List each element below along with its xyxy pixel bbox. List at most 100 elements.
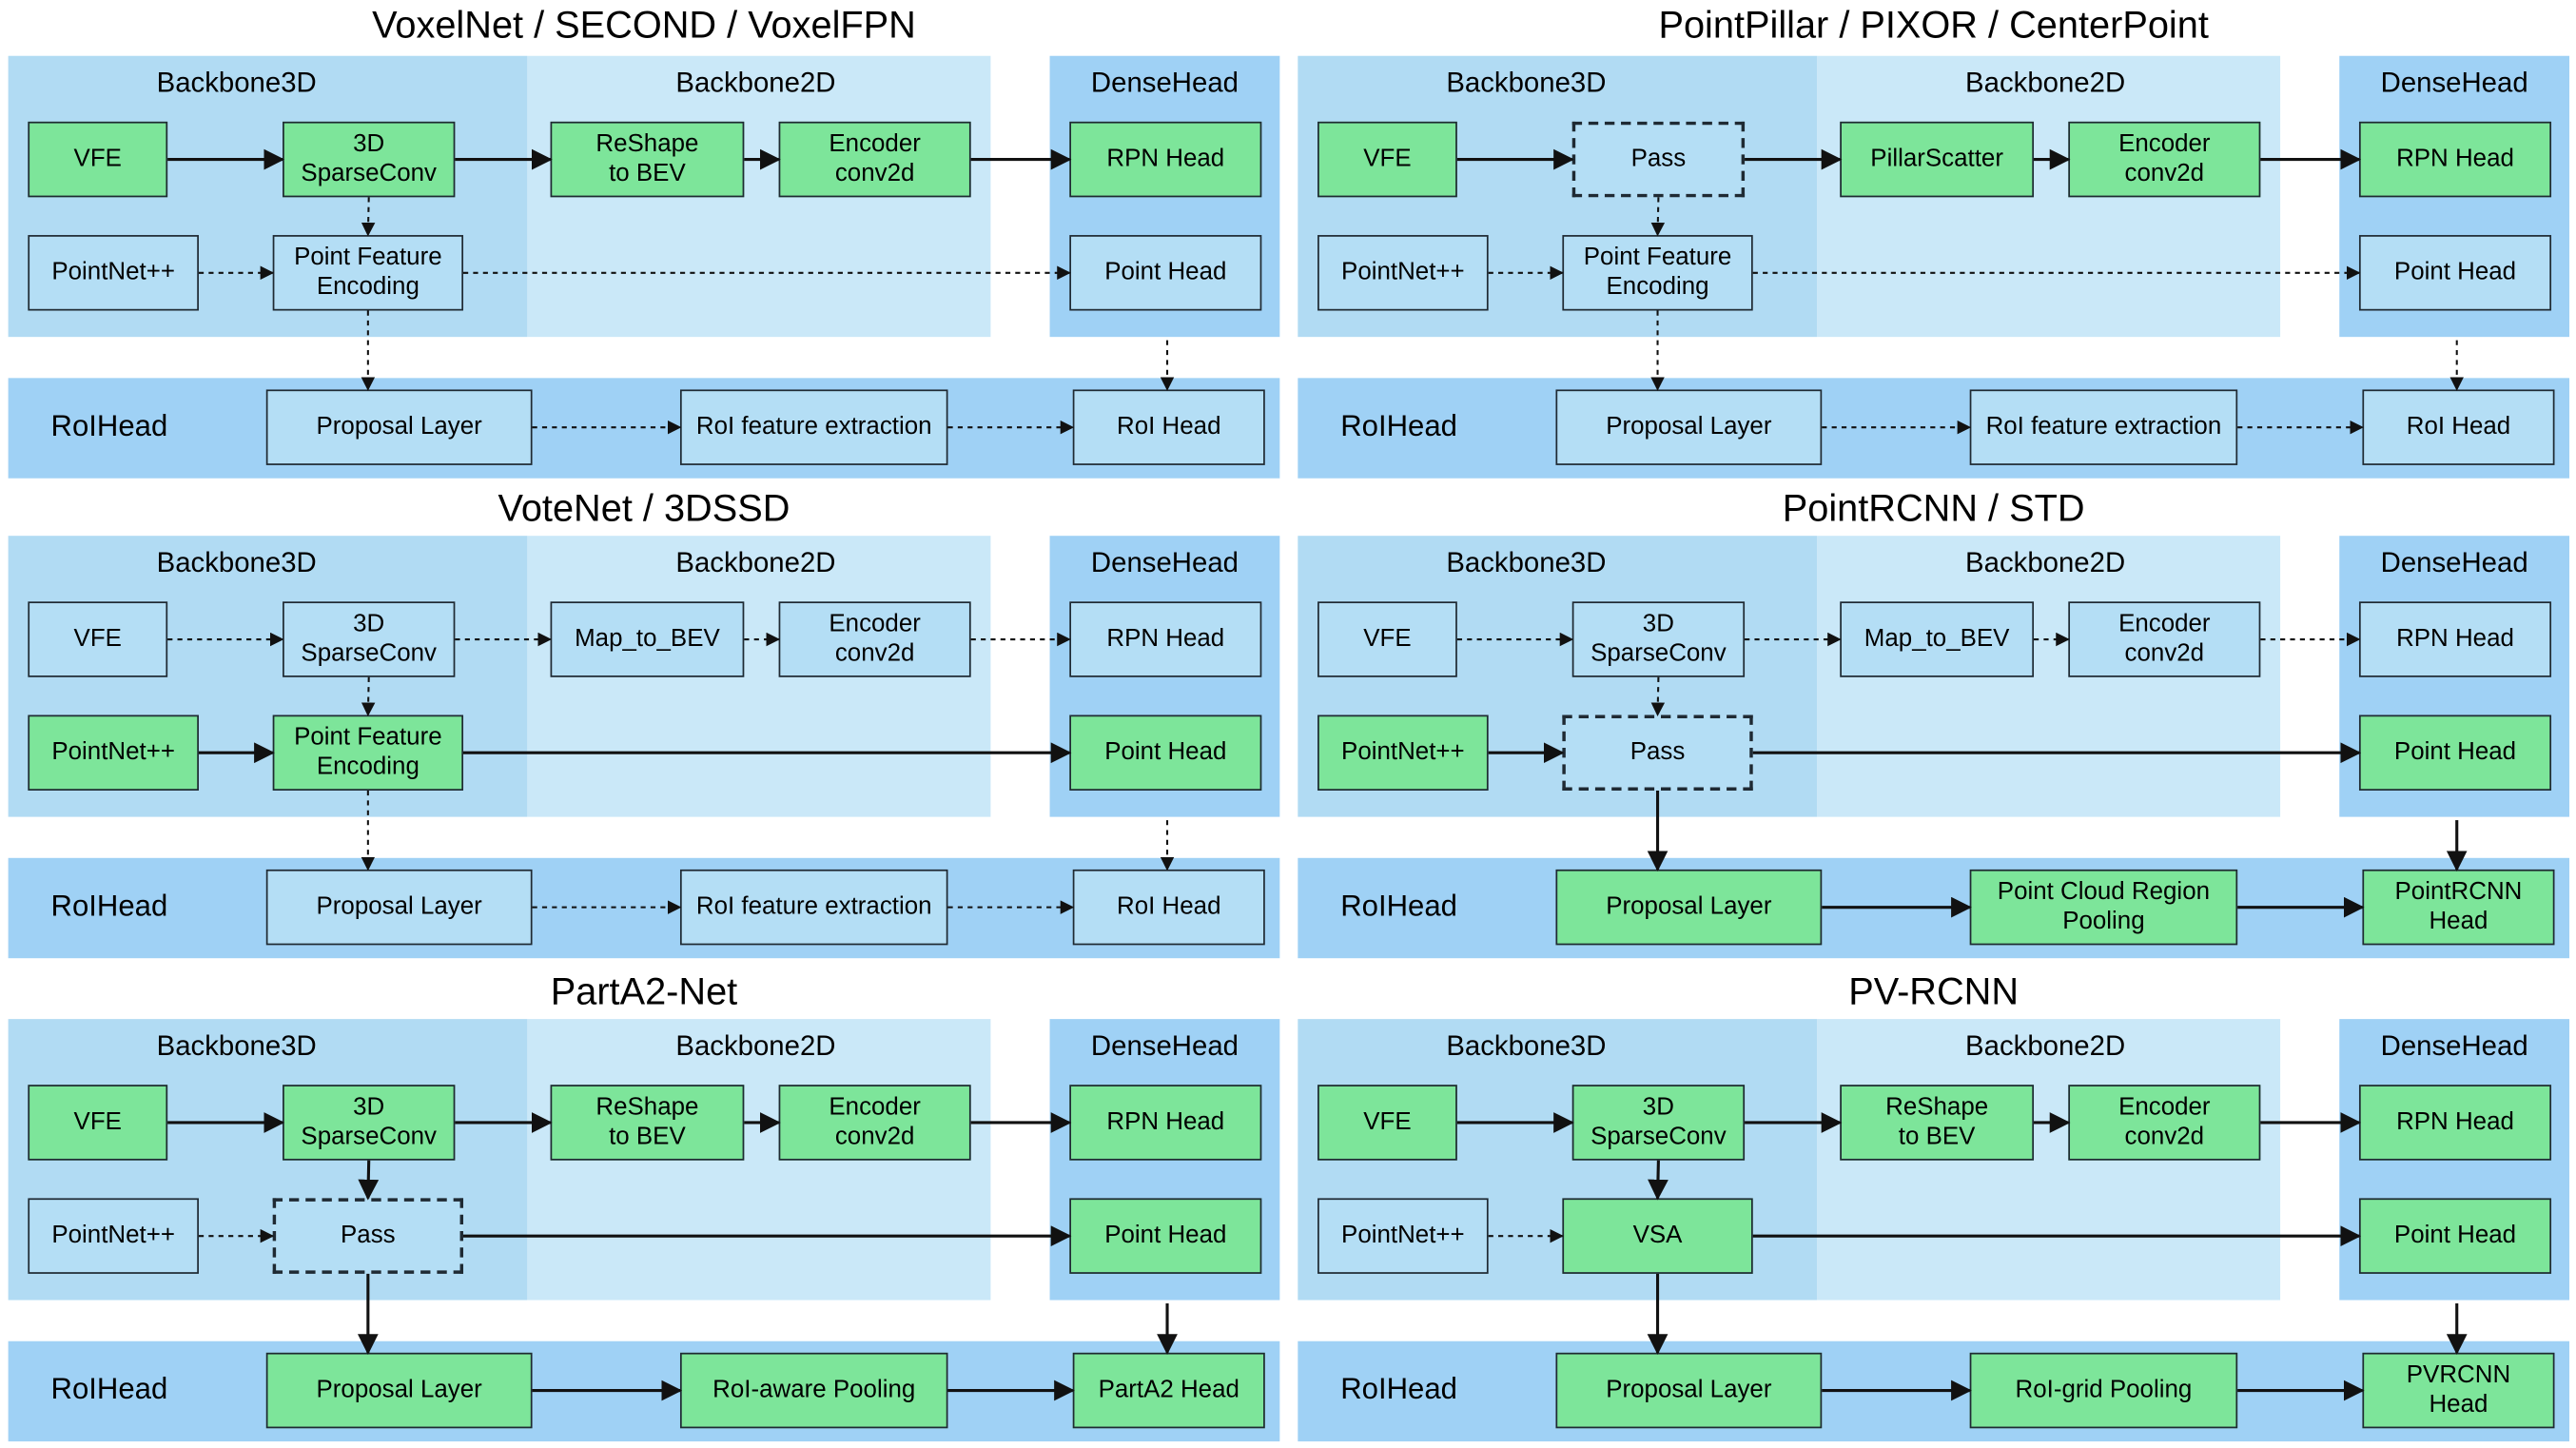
node-label: VFE [1363,624,1412,653]
node-b3d: 3D SparseConv [283,121,456,198]
node-pfe: Point Feature Encoding [1562,235,1753,311]
node-mid: Map_to_BEV [1840,601,2035,677]
panel-title: VoteNet / 3DSSD [498,486,790,530]
node-roih: RoI Head [1072,869,1265,946]
node-mid: PillarScatter [1840,121,2035,198]
node-roih: PointRCNN Head [2362,869,2555,946]
node-roifx: Point Cloud Region Pooling [1969,869,2238,946]
node-vfe: VFE [28,121,168,198]
node-pnet: PointNet++ [28,714,199,791]
node-enc: Encoder conv2d [778,1085,971,1161]
edge-b3d-to-pfe [358,1160,380,1201]
node-pfe: Pass [272,1198,464,1274]
node-pfe: Point Feature Encoding [272,714,464,791]
node-mid: ReShape to BEV [1840,1085,2035,1161]
node-label: VFE [1363,145,1412,173]
node-pnet: PointNet++ [28,235,199,311]
node-label: RoI Head [2406,412,2511,440]
node-label: 3D SparseConv [1590,1092,1727,1151]
densehead-label: DenseHead [1090,1030,1239,1063]
backbone2d-label: Backbone2D [675,1030,836,1063]
panel-title: PV-RCNN [1848,969,2020,1013]
node-label: 3D SparseConv [301,609,437,668]
node-label: Pass [1630,737,1686,767]
node-label: ReShape to BEV [595,1092,699,1151]
densehead-label: DenseHead [2380,547,2528,579]
node-label: Proposal Layer [316,412,482,440]
backbone3d-label: Backbone3D [156,67,317,99]
node-label: Proposal Layer [316,1376,482,1404]
node-label: Encoder conv2d [829,609,921,668]
node-label: Pass [341,1221,396,1249]
node-prop: Proposal Layer [265,389,533,465]
node-b3d: 3D SparseConv [283,601,456,677]
edge-b3d-to-pfe [1650,676,1666,716]
node-label: RoI Head [1117,892,1221,921]
node-mid: ReShape to BEV [550,121,745,198]
node-rpn: RPN Head [2358,1085,2552,1161]
node-label: Map_to_BEV [575,624,720,653]
node-label: Point Feature Encoding [294,723,442,781]
node-label: RPN Head [2396,145,2514,173]
node-label: Encoder conv2d [2118,129,2211,187]
densehead-label: DenseHead [1090,67,1239,99]
panel-title: PointRCNN / STD [1782,486,2085,530]
node-label: RPN Head [1106,624,1225,653]
node-b3d: 3D SparseConv [1571,1085,1746,1161]
backbone3d-label: Backbone3D [156,1030,317,1063]
densehead-label: DenseHead [2380,1030,2528,1063]
node-vfe: VFE [1317,1085,1457,1161]
node-prop: Proposal Layer [265,1352,533,1429]
node-prop: Proposal Layer [1555,869,1823,946]
node-label: PointNet++ [1341,1221,1465,1249]
node-label: Point Head [1104,258,1227,286]
node-b3d: Pass [1571,121,1746,198]
node-roifx: RoI feature extraction [679,389,948,465]
node-rpn: RPN Head [2358,121,2552,198]
node-ph: Point Head [1069,1198,1262,1274]
node-vfe: VFE [28,1085,168,1161]
node-enc: Encoder conv2d [2068,1085,2261,1161]
node-ph: Point Head [2358,235,2552,311]
node-pnet: PointNet++ [28,1198,199,1274]
backbone3d-label: Backbone3D [1446,1030,1607,1063]
roihead-label: RoIHead [50,409,168,442]
node-label: Encoder conv2d [2118,609,2211,668]
node-label: PointNet++ [1341,258,1465,286]
node-pnet: PointNet++ [1317,714,1489,791]
node-label: RPN Head [2396,624,2514,653]
node-rpn: RPN Head [1069,601,1262,677]
backbone3d-label: Backbone3D [156,547,317,579]
node-label: VFE [73,624,122,653]
panel-title: VoxelNet / SECOND / VoxelFPN [372,3,916,47]
node-label: VFE [73,145,122,173]
node-mid: ReShape to BEV [550,1085,745,1161]
node-enc: Encoder conv2d [2068,121,2261,198]
roihead-label: RoIHead [50,1372,168,1406]
node-label: PointNet++ [1341,737,1465,767]
node-label: RPN Head [2396,1107,2514,1136]
roihead-label: RoIHead [50,889,168,923]
node-label: Pass [1630,145,1687,173]
node-vfe: VFE [28,601,168,677]
backbone2d-label: Backbone2D [1965,1030,2126,1063]
node-label: ReShape to BEV [595,129,699,187]
node-pfe: Pass [1562,714,1753,791]
node-rpn: RPN Head [1069,121,1262,198]
node-label: Point Feature Encoding [1583,243,1732,302]
edge-b3d-to-pfe [1648,1160,1669,1201]
node-label: Proposal Layer [1606,1376,1772,1404]
backbone2d-label: Backbone2D [675,547,836,579]
node-roih: RoI Head [1072,389,1265,465]
node-roifx: RoI-aware Pooling [679,1352,948,1429]
node-label: RoI feature extraction [695,892,932,921]
roihead-label: RoIHead [1340,889,1457,923]
node-prop: Proposal Layer [265,869,533,946]
node-label: Point Head [1104,1221,1227,1249]
backbone2d-label: Backbone2D [1965,547,2126,579]
node-enc: Encoder conv2d [778,601,971,677]
node-label: RoI Head [1117,412,1221,440]
panel-title: PointPillar / PIXOR / CenterPoint [1658,3,2209,47]
node-pnet: PointNet++ [1317,1198,1489,1274]
